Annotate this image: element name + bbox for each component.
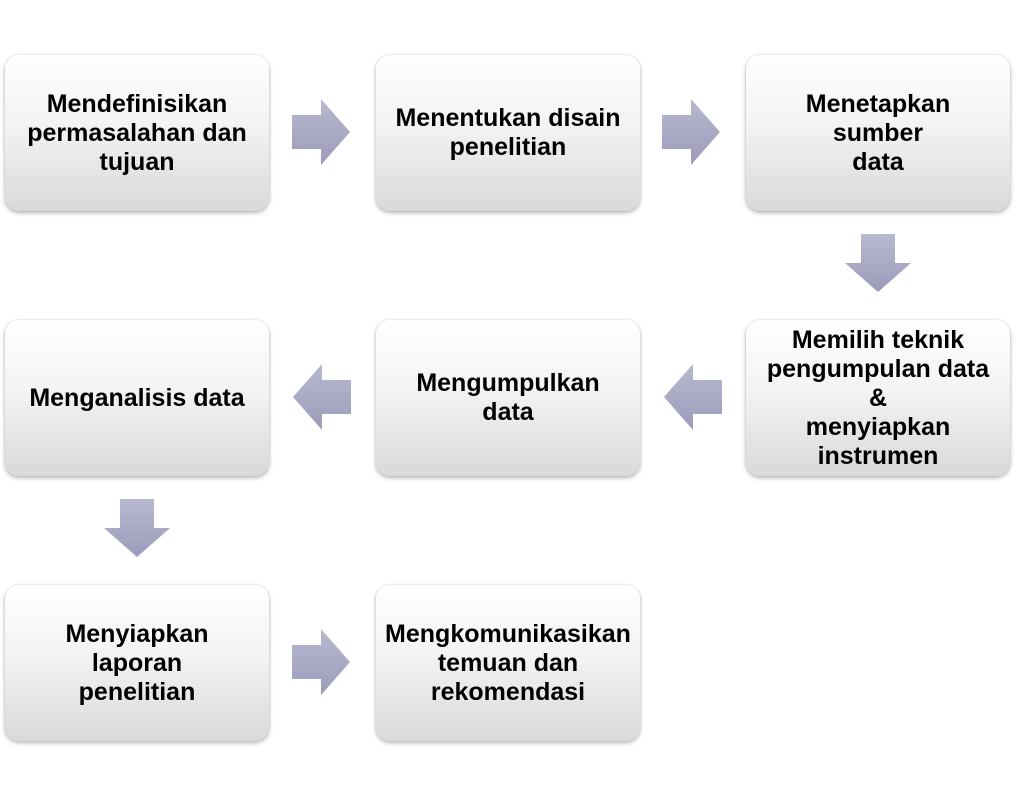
step-label: Mengkomunikasikan temuan dan rekomendasi — [385, 619, 631, 706]
step-prepare-report: Menyiapkan laporan penelitian — [5, 585, 269, 741]
step-label: Mengumpulkan data — [416, 369, 600, 426]
step-label: Menyiapkan laporan penelitian — [65, 619, 209, 706]
step-label: Menganalisis data — [29, 383, 245, 412]
step-label: Menetapkan sumber data — [805, 89, 951, 176]
step-label: Memilih teknik pengumpulan data & menyia… — [766, 325, 990, 470]
step-label: Mendefinisikan permasalahan dan tujuan — [27, 89, 247, 176]
arrow-right-icon — [292, 99, 350, 165]
step-label: Menentukan disain penelitian — [395, 104, 621, 161]
step-choose-technique: Memilih teknik pengumpulan data & menyia… — [746, 320, 1010, 476]
step-define-problem: Mendefinisikan permasalahan dan tujuan — [5, 55, 269, 211]
arrow-right-icon — [662, 99, 720, 165]
arrow-left-icon — [293, 364, 351, 430]
arrow-down-icon — [104, 499, 170, 557]
step-collect-data: Mengumpulkan data — [376, 320, 640, 476]
arrow-left-icon — [664, 364, 722, 430]
step-analyze-data: Menganalisis data — [5, 320, 269, 476]
step-communicate-findings: Mengkomunikasikan temuan dan rekomendasi — [376, 585, 640, 741]
step-determine-design: Menentukan disain penelitian — [376, 55, 640, 211]
arrow-right-icon — [292, 629, 350, 695]
arrow-down-icon — [845, 234, 911, 292]
step-set-data-source: Menetapkan sumber data — [746, 55, 1010, 211]
